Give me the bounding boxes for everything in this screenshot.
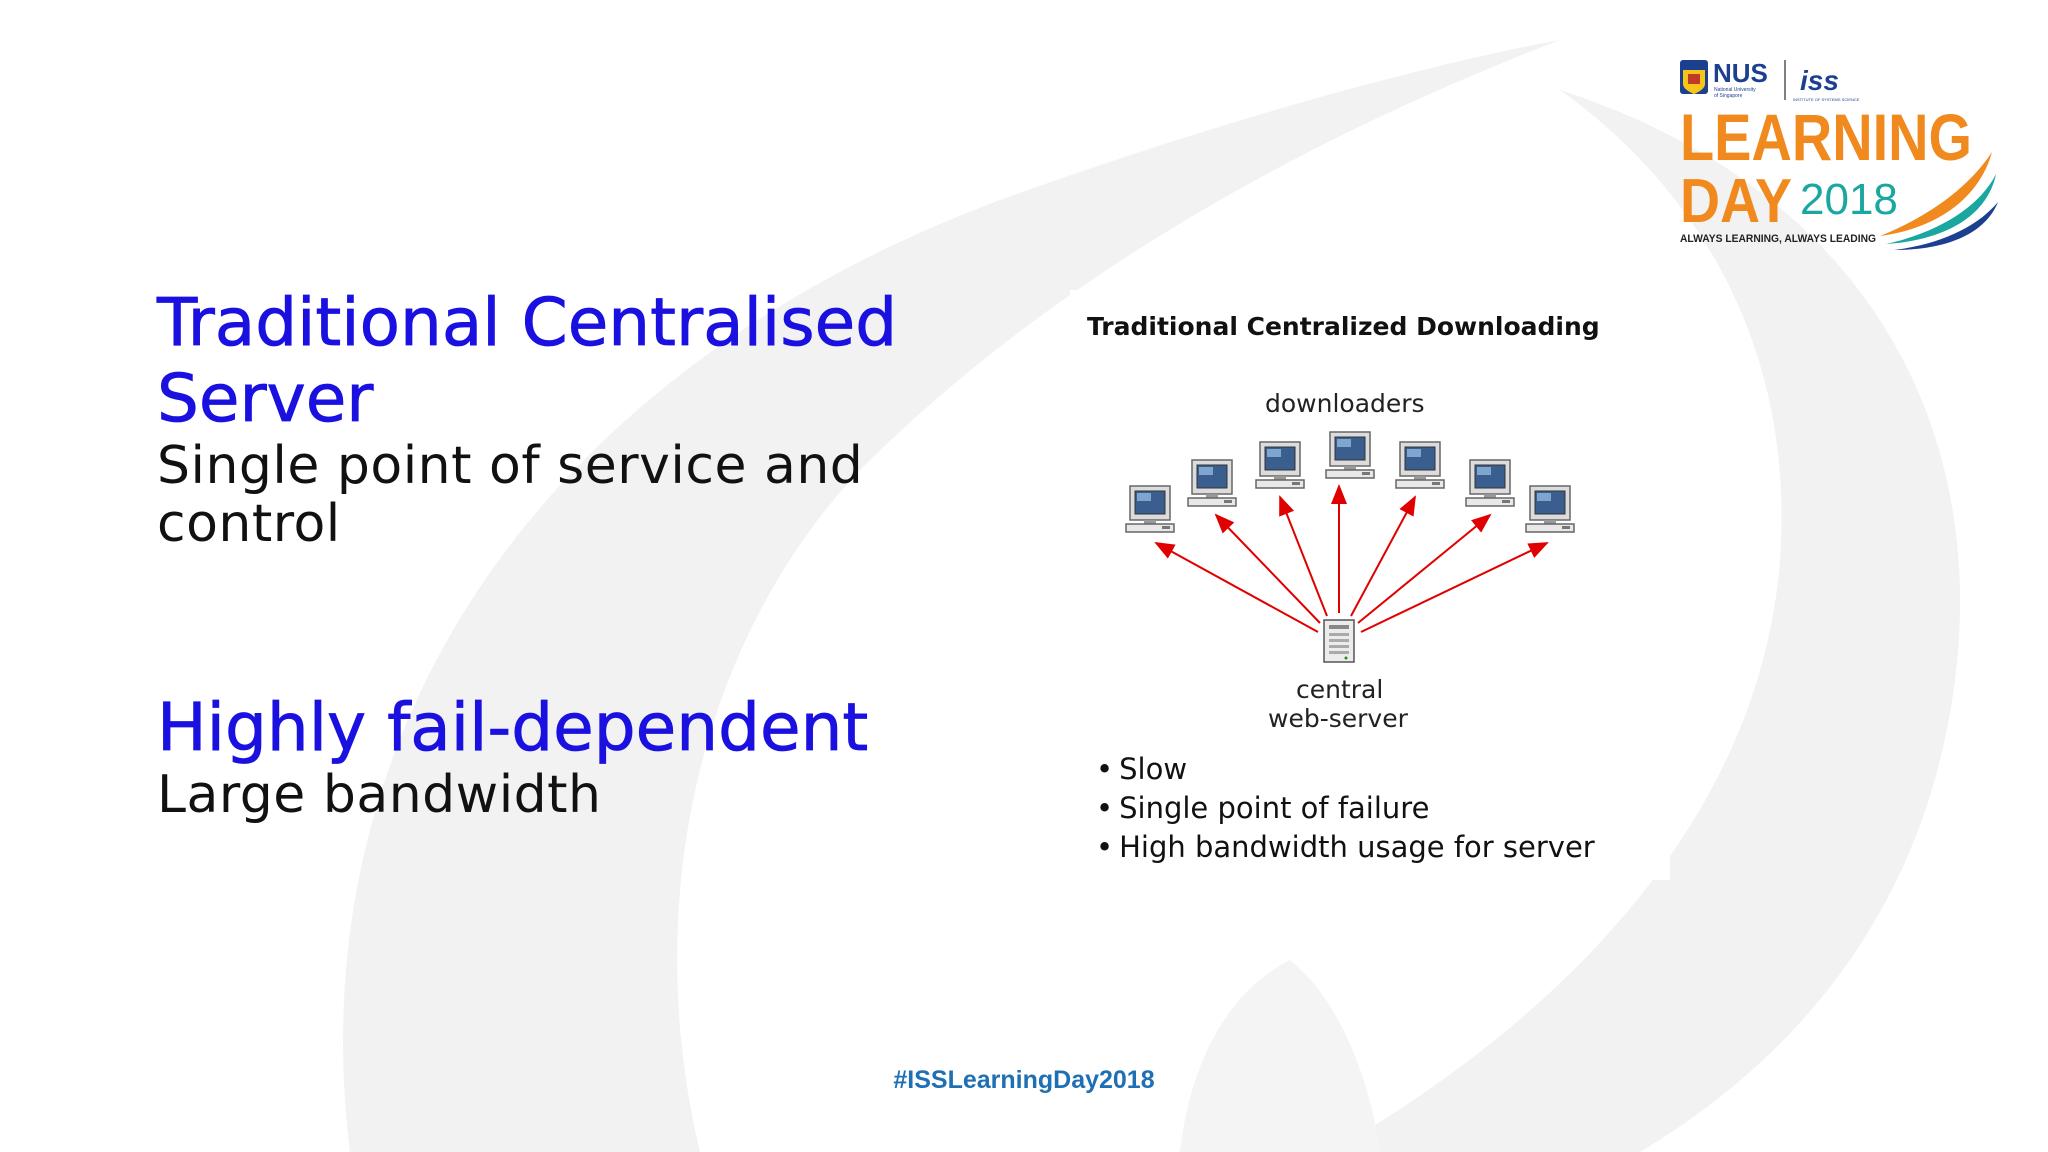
diagram-bullet-list: Slow Single point of failure High bandwi…	[1096, 750, 1595, 867]
body-single-point: Single point of service and control	[157, 436, 864, 554]
list-item: Slow	[1096, 750, 1595, 789]
hashtag-footer: #ISSLearningDay2018	[893, 1066, 1155, 1094]
learning-wordmark: LEARNING	[1680, 100, 1972, 174]
downloader-computer-6	[1465, 459, 1515, 507]
downloader-computer-7	[1525, 485, 1575, 533]
nus-subtitle-2: of Singapore	[1714, 93, 1743, 99]
logo-tagline: ALWAYS LEARNING, ALWAYS LEADING	[1680, 233, 1876, 245]
list-item: High bandwidth usage for server	[1096, 828, 1595, 867]
logo-swoosh-icon	[1880, 152, 1998, 250]
heading-centralised-server: Traditional Centralised Server	[157, 284, 898, 437]
downloader-computer-4	[1325, 431, 1375, 479]
server-label-line1: central	[1296, 675, 1383, 704]
nus-wordmark: NUS	[1713, 58, 1768, 88]
iss-subtitle: INSTITUTE OF SYSTEMS SCIENCE	[1793, 97, 1860, 102]
heading-fail-dependent: Highly fail-dependent	[157, 689, 869, 766]
downloader-computer-5	[1395, 441, 1445, 489]
section-fail-dependent: Highly fail-dependent Large bandwidth	[157, 689, 937, 825]
downloader-computer-3	[1255, 441, 1305, 489]
learning-day-logo: NUS National University of Singapore iss…	[1680, 58, 1998, 250]
year-wordmark: 2018	[1800, 175, 1898, 224]
downloader-computer-2	[1187, 459, 1237, 507]
body-large-bandwidth: Large bandwidth	[157, 765, 602, 825]
downloaders-label: downloaders	[1265, 389, 1425, 418]
centralized-download-diagram: Traditional Centralized Downloading down…	[1087, 312, 1600, 733]
list-item: Single point of failure	[1096, 789, 1595, 828]
downloader-computer-1	[1125, 485, 1175, 533]
iss-wordmark: iss	[1800, 65, 1839, 96]
section-centralised-server: Traditional Centralised Server Single po…	[157, 284, 937, 554]
nus-subtitle-1: National University	[1714, 87, 1756, 93]
server-label-line2: web-server	[1268, 704, 1409, 733]
diagram-title: Traditional Centralized Downloading	[1087, 312, 1600, 341]
download-arrows	[1154, 484, 1549, 633]
nus-crest-icon	[1680, 60, 1708, 94]
server-icon	[1323, 619, 1355, 663]
day-wordmark: DAY	[1680, 167, 1792, 236]
